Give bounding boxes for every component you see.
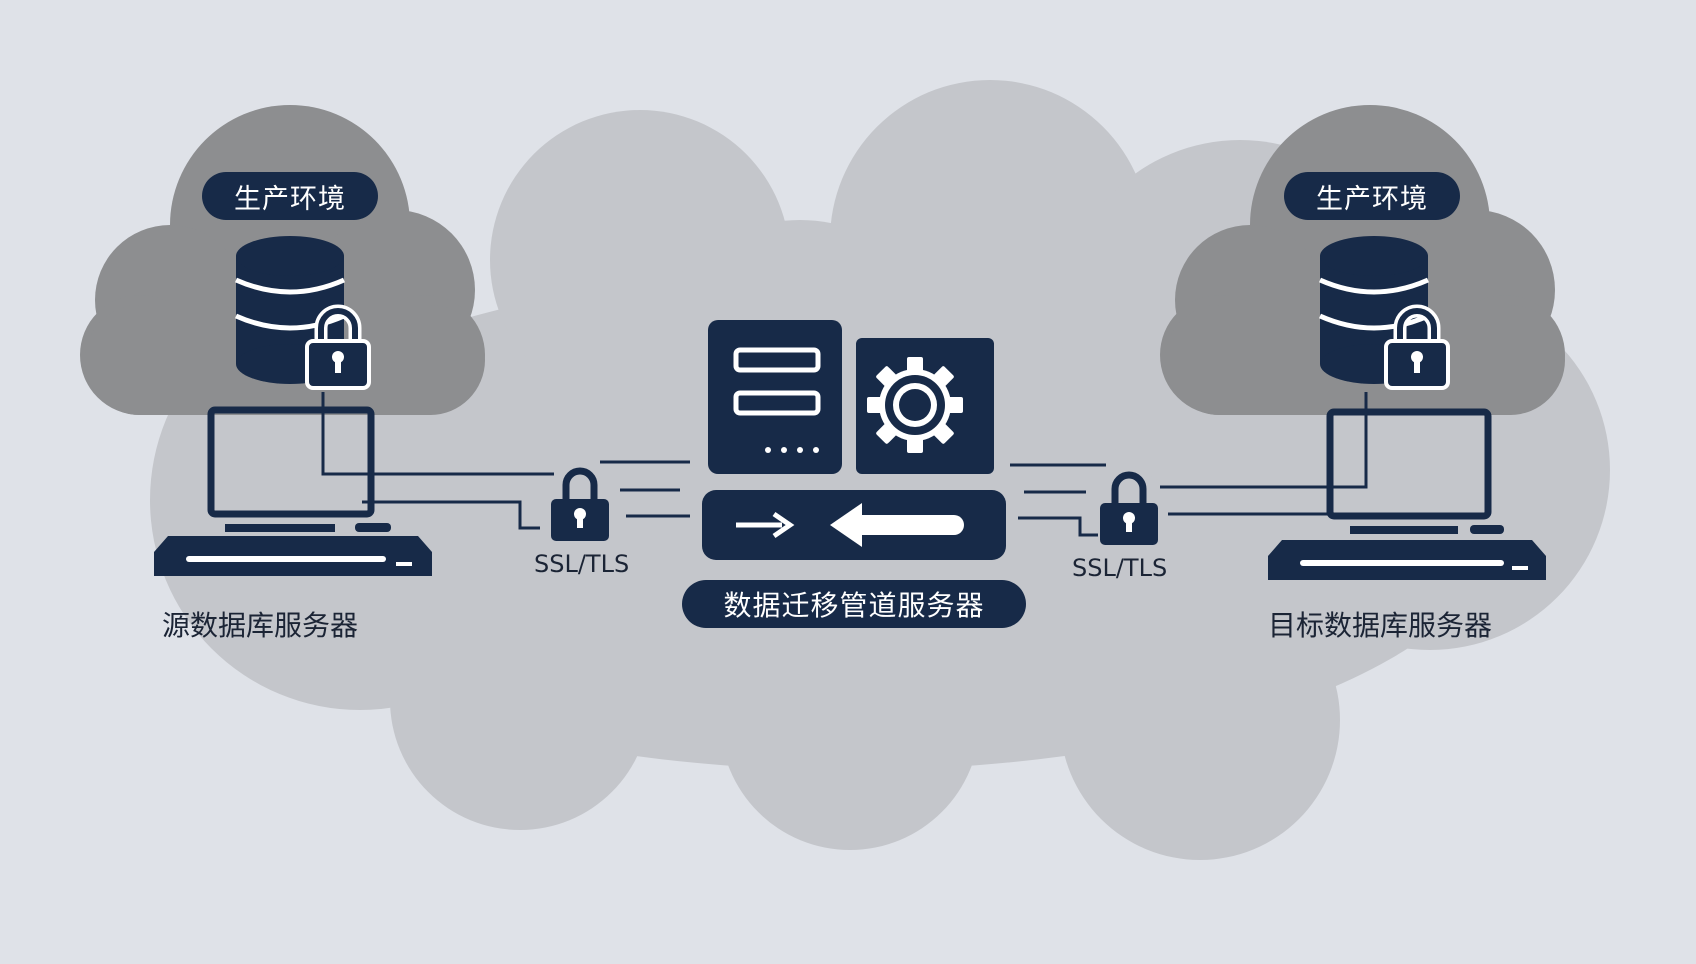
monitor-icon xyxy=(1326,408,1504,534)
target-environment-badge: 生产环境 xyxy=(1284,172,1460,220)
server-rack-icon xyxy=(708,320,842,474)
monitor-icon xyxy=(207,406,391,532)
target-ssl-label: SSL/TLS xyxy=(1072,554,1168,582)
target-server-label: 目标数据库服务器 xyxy=(1268,609,1493,642)
source-connection-lines xyxy=(321,392,690,530)
bidirectional-arrow-icon xyxy=(702,490,1006,560)
source-environment-badge: 生产环境 xyxy=(202,172,378,220)
target-ssl-padlock-icon xyxy=(1100,471,1158,545)
source-ssl-padlock-icon xyxy=(551,467,609,541)
padlock-icon xyxy=(305,304,371,390)
keyboard-icon xyxy=(154,536,432,576)
pipeline-server-label: 数据迁移管道服务器 xyxy=(682,580,1026,628)
gear-icon xyxy=(867,357,963,453)
keyboard-icon xyxy=(1268,540,1546,580)
padlock-icon xyxy=(1384,304,1450,390)
target-connection-lines xyxy=(1010,392,1368,537)
source-server-label: 源数据库服务器 xyxy=(162,609,359,642)
source-ssl-label: SSL/TLS xyxy=(534,550,630,578)
source-environment-cloud xyxy=(80,105,485,415)
target-environment-cloud xyxy=(1160,105,1565,415)
